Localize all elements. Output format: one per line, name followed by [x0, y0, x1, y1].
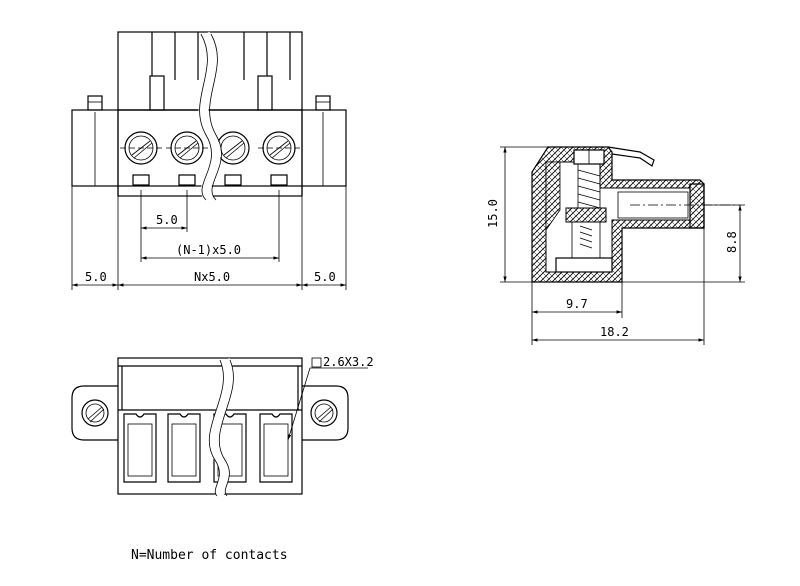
bottom-view: 2.6X3.2 [71, 355, 374, 500]
dim-body: Nx5.0 [194, 270, 230, 284]
flange-screw-left [81, 399, 109, 427]
break-line [198, 31, 221, 204]
front-view: 5.0 (N-1)x5.0 5.0 Nx5.0 5.0 [71, 31, 347, 290]
wire-opening-4 [259, 413, 293, 483]
dim-pin-height: 8.8 [725, 231, 739, 253]
flange-screw-right [310, 399, 338, 427]
dim-depth-total: 18.2 [600, 325, 629, 339]
dim-pitch: 5.0 [156, 213, 178, 227]
dim-height: 15.0 [486, 199, 500, 228]
terminal-screw-2 [166, 131, 208, 165]
dim-span: (N-1)x5.0 [176, 243, 241, 257]
dim-wire-opening: 2.6X3.2 [323, 355, 374, 369]
dim-right-flange: 5.0 [314, 270, 336, 284]
side-view: 15.0 8.8 9.7 18.2 [486, 146, 745, 345]
wire-opening-1 [123, 413, 157, 483]
terminal-screw-3 [216, 131, 250, 165]
dim-depth-partial: 9.7 [566, 297, 588, 311]
wire-opening-2 [167, 413, 201, 483]
dim-left-flange: 5.0 [85, 270, 107, 284]
footnote: N=Number of contacts [131, 548, 288, 563]
terminal-screw-1 [120, 131, 162, 165]
terminal-screw-4 [258, 131, 300, 165]
